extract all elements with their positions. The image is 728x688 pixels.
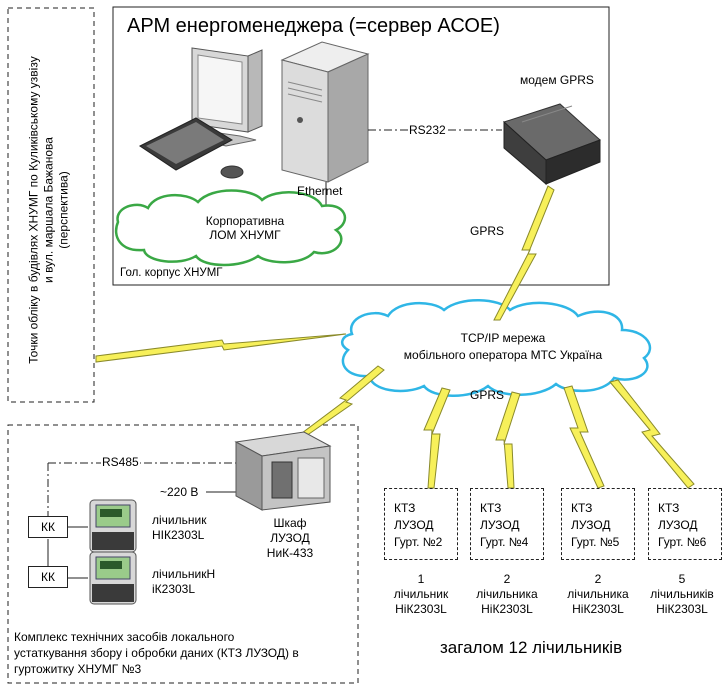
modem-label: модем GPRS	[520, 73, 594, 87]
power-label: ~220 В	[160, 485, 199, 499]
complex-frame	[7, 424, 359, 684]
rs232-label: RS232	[408, 123, 447, 137]
mouse-icon	[220, 165, 244, 179]
left-points-label: Точки обліку в будівлях ХНУМГ по Куликів…	[26, 56, 71, 364]
kk-box-1: КК	[28, 516, 68, 538]
meter-1-label: лічильник НІК2303L	[152, 513, 207, 542]
lightning-ktz4	[495, 391, 521, 489]
left-points-frame	[7, 7, 95, 403]
meter-2-label: лічильникН іК2303L	[152, 567, 216, 596]
ktz-box-6: КТЗ ЛУЗОД Гурт. №6	[648, 488, 722, 560]
complex-caption: Комплекс технічних засобів локального ус…	[14, 630, 299, 676]
ktz-box-5: КТЗ ЛУЗОД Гурт. №5	[561, 488, 635, 560]
total-meters-label: загалом 12 лічильників	[440, 638, 623, 657]
gprs-modem-icon	[503, 103, 601, 186]
lightning-ktz5	[563, 385, 605, 489]
lightning-left-points	[95, 333, 347, 363]
lightning-ktz2	[423, 387, 451, 489]
ethernet-label: Ethernet	[297, 184, 343, 198]
ktz-box-4: КТЗ ЛУЗОД Гурт. №4	[470, 488, 544, 560]
mobile-network-cloud	[340, 299, 652, 397]
rs485-label: RS485	[101, 455, 140, 469]
corporate-lan-cloud	[114, 189, 347, 267]
meter-2-icon	[89, 551, 137, 605]
meter-count-4: 2 лічильника НіК2303L	[476, 572, 538, 616]
ktz-box-2: КТЗ ЛУЗОД Гурт. №2	[384, 488, 458, 560]
meter-count-2: 1 лічильник НіК2303L	[393, 572, 449, 616]
lightning-ktz6	[609, 379, 695, 489]
main-building-label: Гол. корпус ХНУМГ	[120, 267, 223, 279]
main-building-frame	[112, 6, 610, 286]
gprs-label-bottom: GPRS	[470, 388, 505, 402]
meter-count-5: 2 лічильника НіК2303L	[567, 572, 629, 616]
mobile-network-label: TCP/IP мережа мобільного оператора МТС У…	[403, 331, 603, 362]
lightning-modem-to-cloud	[493, 185, 555, 321]
arm-title: АРМ енергоменеджера (=сервер АСОЕ)	[127, 15, 500, 37]
gprs-label-top: GPRS	[470, 224, 505, 238]
server-icon	[280, 41, 370, 183]
cabinet-label: Шкаф ЛУЗОД НиК-433	[266, 516, 314, 560]
cabinet-icon	[234, 431, 332, 511]
corporate-lan-label: Корпоративна ЛОМ ХНУМГ	[205, 214, 285, 242]
kk-box-2: КК	[28, 566, 68, 588]
meter-1-icon	[89, 499, 137, 553]
keyboard-icon	[139, 117, 234, 171]
meter-count-6: 5 лічильників НіК2303L	[650, 572, 714, 616]
